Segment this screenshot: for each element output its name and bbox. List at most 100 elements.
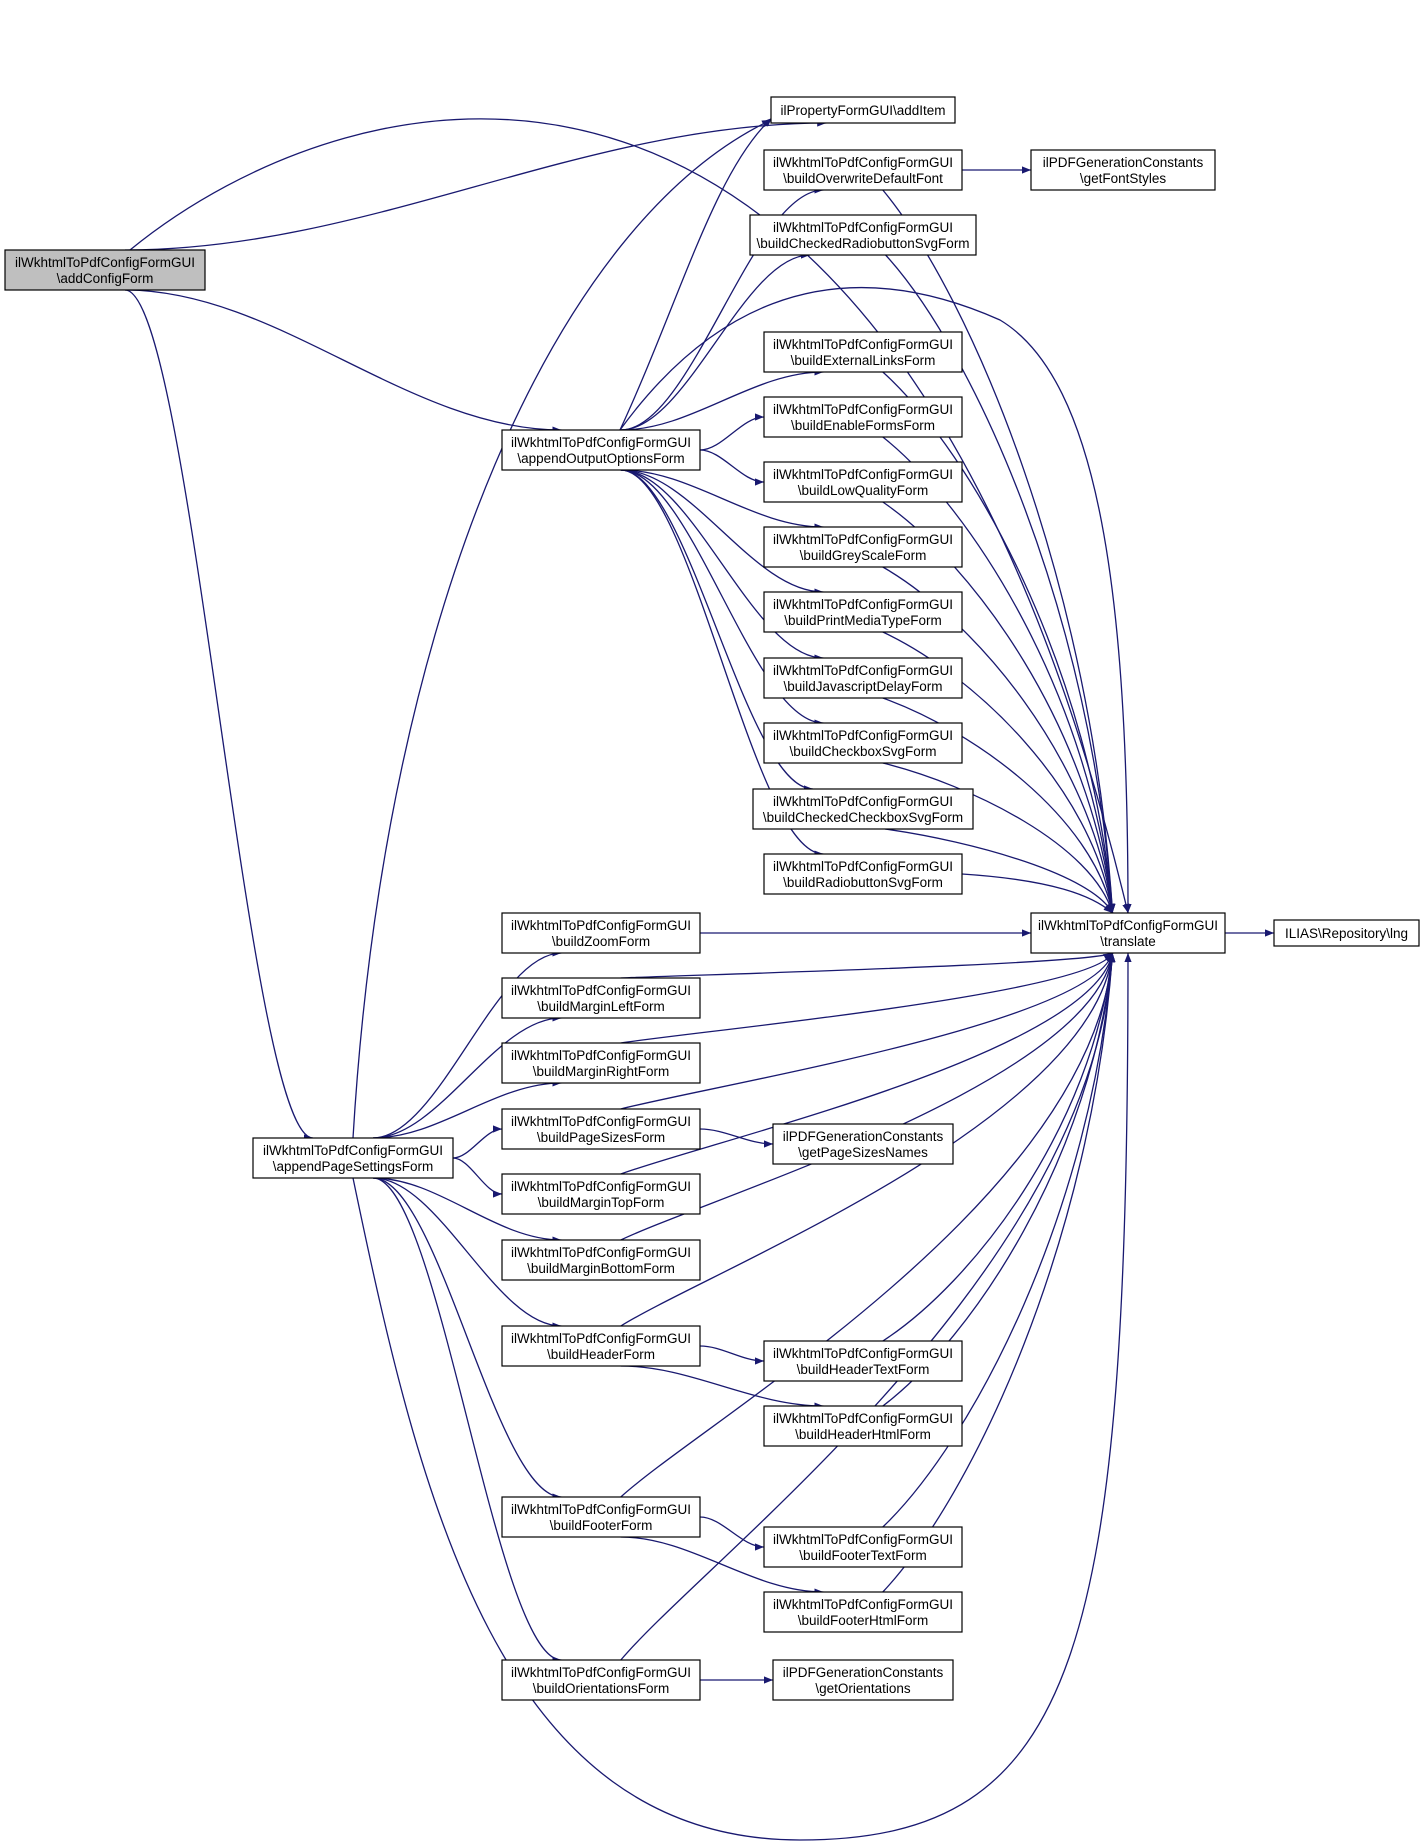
- node-buildCheckedRadiobuttonSvgForm[interactable]: ilWkhtmlToPdfConfigFormGUI\buildCheckedR…: [749, 214, 977, 256]
- edge-buildFooterForm-to-translate: [620, 952, 1116, 1498]
- node-label-line: ilWkhtmlToPdfConfigFormGUI: [511, 1665, 691, 1680]
- node-box: [763, 149, 963, 191]
- edge-appendOutputOptionsForm-to-buildOverwriteDefaultFont: [620, 186, 824, 431]
- node-label-line: ilWkhtmlToPdfConfigFormGUI: [773, 337, 953, 352]
- node-buildExternalLinksForm[interactable]: ilWkhtmlToPdfConfigFormGUI\buildExternal…: [763, 331, 963, 373]
- node-label-line: \buildExternalLinksForm: [791, 353, 936, 368]
- node-label-line: ilWkhtmlToPdfConfigFormGUI: [263, 1143, 443, 1158]
- edge-buildExternalLinksForm-to-translate: [882, 371, 1116, 914]
- node-box: [772, 1659, 954, 1701]
- edge-buildCheckboxSvgForm-to-translate: [882, 762, 1114, 914]
- node-box: [763, 853, 963, 895]
- node-label-line: ILIAS\Repository\lng: [1285, 926, 1408, 941]
- node-box: [763, 331, 963, 373]
- edge-appendOutputOptionsForm-to-buildJavascriptDelayForm: [620, 469, 824, 662]
- edge-addConfigForm-to-addItem: [124, 119, 827, 251]
- node-box: [501, 1496, 701, 1538]
- node-buildCheckboxSvgForm[interactable]: ilWkhtmlToPdfConfigFormGUI\buildCheckbox…: [763, 722, 963, 764]
- node-label-line: ilWkhtmlToPdfConfigFormGUI: [773, 467, 953, 482]
- node-label-line: ilPDFGenerationConstants: [783, 1129, 944, 1144]
- node-buildHeaderForm[interactable]: ilWkhtmlToPdfConfigFormGUI\buildHeaderFo…: [501, 1325, 701, 1367]
- node-label-line: \buildMarginLeftForm: [537, 999, 665, 1014]
- node-buildGreyScaleForm[interactable]: ilWkhtmlToPdfConfigFormGUI\buildGreyScal…: [763, 526, 963, 568]
- node-label-line: ilWkhtmlToPdfConfigFormGUI: [773, 1346, 953, 1361]
- edge-addConfigForm-to-translate: [129, 118, 1130, 914]
- node-buildEnableFormsForm[interactable]: ilWkhtmlToPdfConfigFormGUI\buildEnableFo…: [763, 396, 963, 438]
- node-label-line: \appendOutputOptionsForm: [517, 451, 684, 466]
- edge-appendOutputOptionsForm-to-buildGreyScaleForm: [620, 469, 824, 531]
- edge-appendPageSettingsForm-to-translate: [352, 952, 1132, 1841]
- node-getOrientations[interactable]: ilPDFGenerationConstants\getOrientations: [772, 1659, 954, 1701]
- node-translate[interactable]: ilWkhtmlToPdfConfigFormGUI\translate: [1030, 912, 1226, 954]
- node-buildOverwriteDefaultFont[interactable]: ilWkhtmlToPdfConfigFormGUI\buildOverwrit…: [763, 149, 963, 191]
- node-label-line: \buildPrintMediaTypeForm: [784, 613, 942, 628]
- node-getPageSizesNames[interactable]: ilPDFGenerationConstants\getPageSizesNam…: [772, 1123, 954, 1165]
- node-buildFooterHtmlForm[interactable]: ilWkhtmlToPdfConfigFormGUI\buildFooterHt…: [763, 1591, 963, 1633]
- node-buildRadiobuttonSvgForm[interactable]: ilWkhtmlToPdfConfigFormGUI\buildRadiobut…: [763, 853, 963, 895]
- node-box: [763, 1340, 963, 1382]
- node-appendOutputOptionsForm[interactable]: ilWkhtmlToPdfConfigFormGUI\appendOutputO…: [501, 429, 701, 471]
- node-lng[interactable]: ILIAS\Repository\lng: [1273, 919, 1420, 947]
- edge-appendOutputOptionsForm-to-buildEnableFormsForm: [699, 413, 765, 451]
- node-buildMarginRightForm[interactable]: ilWkhtmlToPdfConfigFormGUI\buildMarginRi…: [501, 1042, 701, 1084]
- node-buildJavascriptDelayForm[interactable]: ilWkhtmlToPdfConfigFormGUI\buildJavascri…: [763, 657, 963, 699]
- node-label-line: ilWkhtmlToPdfConfigFormGUI: [1038, 918, 1218, 933]
- node-addItem[interactable]: ilPropertyFormGUI\addItem: [770, 96, 956, 124]
- edge-appendPageSettingsForm-to-buildMarginTopForm: [452, 1157, 503, 1198]
- node-label-line: \getOrientations: [815, 1681, 911, 1696]
- node-addConfigForm[interactable]: ilWkhtmlToPdfConfigFormGUI\addConfigForm: [4, 249, 206, 291]
- node-box: [763, 396, 963, 438]
- node-buildPageSizesForm[interactable]: ilWkhtmlToPdfConfigFormGUI\buildPageSize…: [501, 1108, 701, 1150]
- node-buildHeaderTextForm[interactable]: ilWkhtmlToPdfConfigFormGUI\buildHeaderTe…: [763, 1340, 963, 1382]
- edge-appendOutputOptionsForm-to-buildExternalLinksForm: [620, 368, 824, 431]
- node-label-line: ilWkhtmlToPdfConfigFormGUI: [15, 255, 195, 270]
- edge-buildFooterHtmlForm-to-translate: [882, 952, 1116, 1593]
- node-label-line: ilWkhtmlToPdfConfigFormGUI: [773, 597, 953, 612]
- edge-buildPrintMediaTypeForm-to-translate: [882, 631, 1115, 914]
- node-buildOrientationsForm[interactable]: ilWkhtmlToPdfConfigFormGUI\buildOrientat…: [501, 1659, 701, 1701]
- edge-appendPageSettingsForm-to-buildMarginRightForm: [372, 1079, 562, 1139]
- node-label-line: ilWkhtmlToPdfConfigFormGUI: [511, 1245, 691, 1260]
- node-box: [749, 214, 977, 256]
- node-box: [252, 1137, 454, 1179]
- node-label-line: \appendPageSettingsForm: [273, 1159, 434, 1174]
- node-label-line: \buildCheckboxSvgForm: [789, 744, 936, 759]
- node-buildMarginLeftForm[interactable]: ilWkhtmlToPdfConfigFormGUI\buildMarginLe…: [501, 977, 701, 1019]
- node-buildZoomForm[interactable]: ilWkhtmlToPdfConfigFormGUI\buildZoomForm: [501, 912, 701, 954]
- node-buildMarginTopForm[interactable]: ilWkhtmlToPdfConfigFormGUI\buildMarginTo…: [501, 1173, 701, 1215]
- edge-buildCheckedRadiobuttonSvgForm-to-translate: [885, 254, 1116, 914]
- node-buildPrintMediaTypeForm[interactable]: ilWkhtmlToPdfConfigFormGUI\buildPrintMed…: [763, 591, 963, 633]
- node-box: [763, 1591, 963, 1633]
- edge-buildHeaderHtmlForm-to-translate: [882, 952, 1116, 1407]
- node-label-line: \buildLowQualityForm: [798, 483, 929, 498]
- node-box: [1030, 149, 1216, 191]
- node-box: [763, 1405, 963, 1447]
- node-buildCheckedCheckboxSvgForm[interactable]: ilWkhtmlToPdfConfigFormGUI\buildCheckedC…: [752, 788, 974, 830]
- node-label-line: ilWkhtmlToPdfConfigFormGUI: [773, 794, 953, 809]
- node-buildHeaderHtmlForm[interactable]: ilWkhtmlToPdfConfigFormGUI\buildHeaderHt…: [763, 1405, 963, 1447]
- nodes: ilWkhtmlToPdfConfigFormGUI\addConfigForm…: [4, 96, 1420, 1701]
- node-label-line: ilWkhtmlToPdfConfigFormGUI: [773, 220, 953, 235]
- node-box: [763, 526, 963, 568]
- edge-appendOutputOptionsForm-to-buildCheckedRadiobuttonSvgForm: [620, 251, 811, 431]
- edge-appendOutputOptionsForm-to-buildLowQualityForm: [699, 449, 765, 486]
- node-label-line: ilWkhtmlToPdfConfigFormGUI: [773, 663, 953, 678]
- node-buildLowQualityForm[interactable]: ilWkhtmlToPdfConfigFormGUI\buildLowQuali…: [763, 461, 963, 503]
- node-label-line: ilWkhtmlToPdfConfigFormGUI: [773, 1597, 953, 1612]
- node-label-line: \buildCheckedCheckboxSvgForm: [763, 810, 963, 825]
- node-buildFooterTextForm[interactable]: ilWkhtmlToPdfConfigFormGUI\buildFooterTe…: [763, 1526, 963, 1568]
- edge-buildFooterForm-to-buildFooterHtmlForm: [620, 1536, 824, 1596]
- node-label-line: \buildMarginRightForm: [533, 1064, 670, 1079]
- node-box: [501, 1659, 701, 1701]
- node-appendPageSettingsForm[interactable]: ilWkhtmlToPdfConfigFormGUI\appendPageSet…: [252, 1137, 454, 1179]
- node-label-line: ilWkhtmlToPdfConfigFormGUI: [511, 1048, 691, 1063]
- node-label-line: \buildZoomForm: [552, 934, 650, 949]
- node-getFontStyles[interactable]: ilPDFGenerationConstants\getFontStyles: [1030, 149, 1216, 191]
- node-label-line: ilWkhtmlToPdfConfigFormGUI: [511, 435, 691, 450]
- node-box: [501, 1173, 701, 1215]
- node-buildMarginBottomForm[interactable]: ilWkhtmlToPdfConfigFormGUI\buildMarginBo…: [501, 1239, 701, 1281]
- node-label-line: ilWkhtmlToPdfConfigFormGUI: [773, 859, 953, 874]
- edge-buildFooterTextForm-to-translate: [882, 952, 1116, 1528]
- node-buildFooterForm[interactable]: ilWkhtmlToPdfConfigFormGUI\buildFooterFo…: [501, 1496, 701, 1538]
